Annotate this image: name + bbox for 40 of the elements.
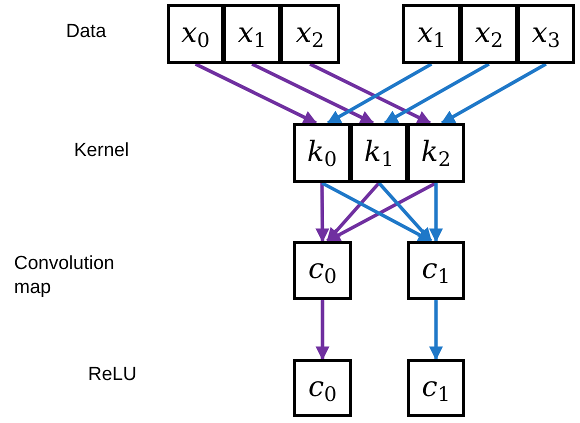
math-symbol: x$_{1}$ <box>417 18 446 50</box>
arrow <box>378 182 432 242</box>
arrow <box>384 62 490 125</box>
arrow <box>251 62 374 125</box>
row-label: Data <box>66 20 108 44</box>
math-symbol: x$_{3}$ <box>532 18 560 50</box>
cell-box <box>223 4 281 64</box>
arrow <box>316 300 330 360</box>
math-symbol: x$_{0}$ <box>181 18 210 50</box>
cell-box <box>167 4 224 64</box>
cell-box <box>407 123 465 183</box>
arrow <box>194 62 318 125</box>
math-symbol: c$_{1}$ <box>422 372 450 404</box>
arrow <box>429 300 443 360</box>
row-label: ReLU <box>88 363 138 387</box>
math-symbol: x$_{1}$ <box>238 18 266 50</box>
math-symbol: x$_{2}$ <box>474 18 504 50</box>
cell-box <box>407 359 465 417</box>
cell-box <box>293 359 352 417</box>
cell-box <box>293 123 351 183</box>
cell-box <box>407 241 465 300</box>
cell-box <box>350 123 408 183</box>
math-symbol: c$_{0}$ <box>308 372 337 404</box>
math-symbol: c$_{0}$ <box>308 255 337 286</box>
arrow <box>429 183 443 242</box>
arrow <box>440 62 547 125</box>
math-symbol: c$_{1}$ <box>422 255 450 286</box>
cell-box <box>280 4 340 64</box>
math-symbol: x$_{2}$ <box>296 18 324 50</box>
math-symbol: k$_{1}$ <box>364 138 394 168</box>
row-label: Convolution map <box>14 252 116 300</box>
cell-box <box>402 4 461 64</box>
math-symbol: k$_{0}$ <box>307 138 337 168</box>
cell-box <box>517 4 575 64</box>
arrow <box>326 182 380 242</box>
cell-box <box>460 4 518 64</box>
cell-box <box>293 241 352 300</box>
math-symbol: k$_{2}$ <box>421 138 451 168</box>
arrow <box>315 182 330 242</box>
row-label: Kernel <box>74 139 130 163</box>
